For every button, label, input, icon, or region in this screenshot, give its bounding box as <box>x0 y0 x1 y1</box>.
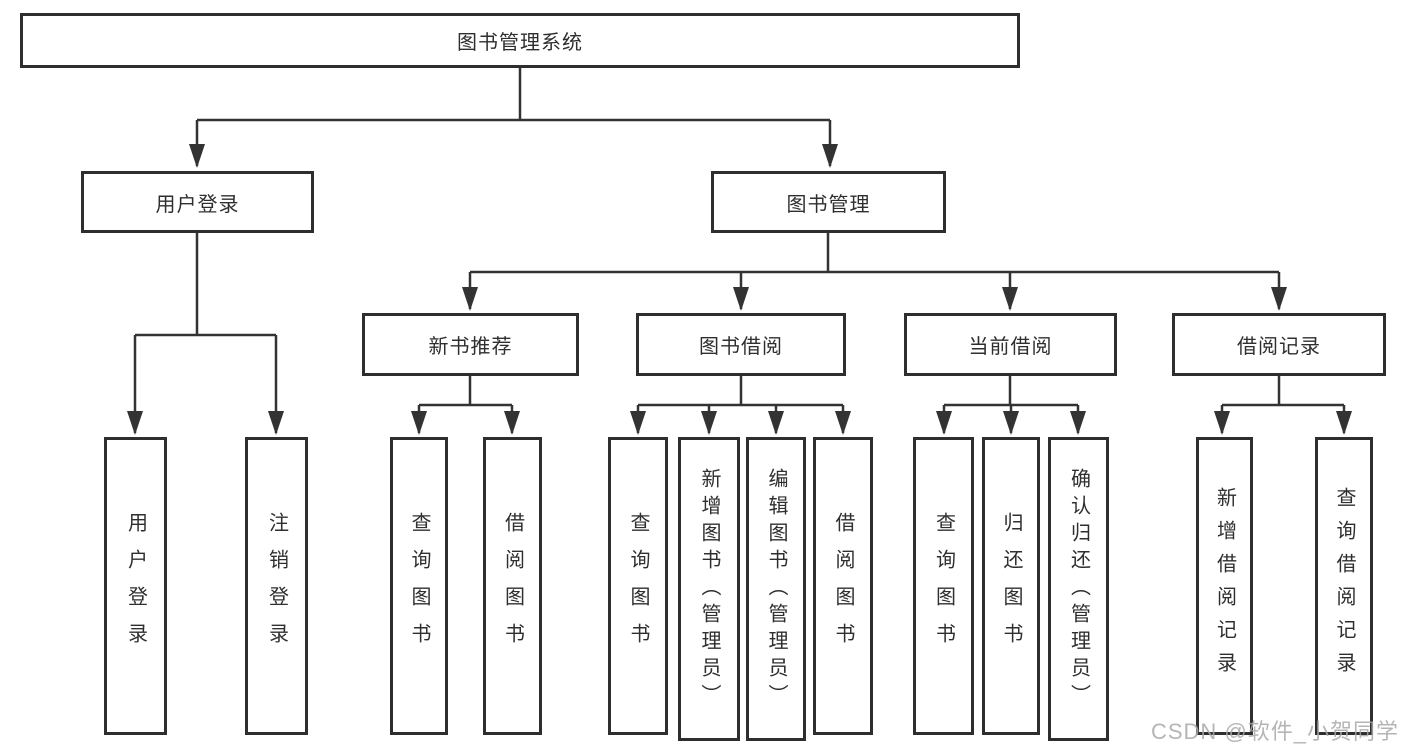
node-book-borrow: 图书借阅 <box>636 313 846 376</box>
node-label: 图书管理 <box>786 193 871 216</box>
node-label: 查询借阅记录 <box>1333 487 1355 685</box>
leaf-borrow-query-book: 查询图书 <box>608 437 668 735</box>
leaf-recommend-borrow-book: 借阅图书 <box>483 437 542 735</box>
node-label: 借阅图书 <box>832 512 854 660</box>
node-label: 注销登录 <box>265 512 288 660</box>
leaf-current-confirm-return-admin: 确认归还（管理员） <box>1048 437 1109 741</box>
node-label: 借阅记录 <box>1237 336 1321 358</box>
node-label: 借阅图书 <box>501 512 524 660</box>
leaf-logout: 注销登录 <box>245 437 308 735</box>
node-label: 新书推荐 <box>428 336 513 358</box>
leaf-borrow-add-book-admin: 新增图书（管理员） <box>678 437 740 741</box>
leaf-user-login: 用户登录 <box>104 437 167 735</box>
node-system-root: 图书管理系统 <box>20 13 1020 68</box>
leaf-current-return-book: 归还图书 <box>982 437 1040 735</box>
node-label: 编辑图书（管理员） <box>765 467 787 711</box>
node-label: 查询图书 <box>932 512 955 660</box>
leaf-record-query-borrow-record: 查询借阅记录 <box>1315 437 1373 735</box>
connector-arrows <box>127 120 1352 435</box>
node-label: 新增借阅记录 <box>1213 487 1236 685</box>
node-borrow-record: 借阅记录 <box>1172 313 1386 376</box>
leaf-borrow-borrow-book: 借阅图书 <box>813 437 873 735</box>
node-new-book-recommend: 新书推荐 <box>362 313 579 376</box>
leaf-record-add-borrow-record: 新增借阅记录 <box>1196 437 1253 735</box>
leaf-borrow-edit-book-admin: 编辑图书（管理员） <box>746 437 806 741</box>
node-label: 新增图书（管理员） <box>698 467 720 711</box>
node-label: 归还图书 <box>1000 512 1022 660</box>
connector-skeleton <box>135 68 1344 407</box>
node-current-borrow: 当前借阅 <box>904 313 1117 376</box>
node-label: 确认归还（管理员） <box>1067 467 1090 711</box>
node-user-login: 用户登录 <box>81 171 314 233</box>
node-label: 当前借阅 <box>968 336 1053 358</box>
node-label: 用户登录 <box>155 193 240 216</box>
node-label: 图书管理系统 <box>457 32 583 54</box>
leaf-recommend-query-book: 查询图书 <box>390 437 448 735</box>
node-label: 图书借阅 <box>699 336 783 358</box>
node-label: 查询图书 <box>627 512 649 660</box>
leaf-current-query-book: 查询图书 <box>913 437 974 735</box>
node-label: 用户登录 <box>124 512 147 660</box>
node-label: 查询图书 <box>408 512 430 660</box>
node-book-management: 图书管理 <box>711 171 946 233</box>
